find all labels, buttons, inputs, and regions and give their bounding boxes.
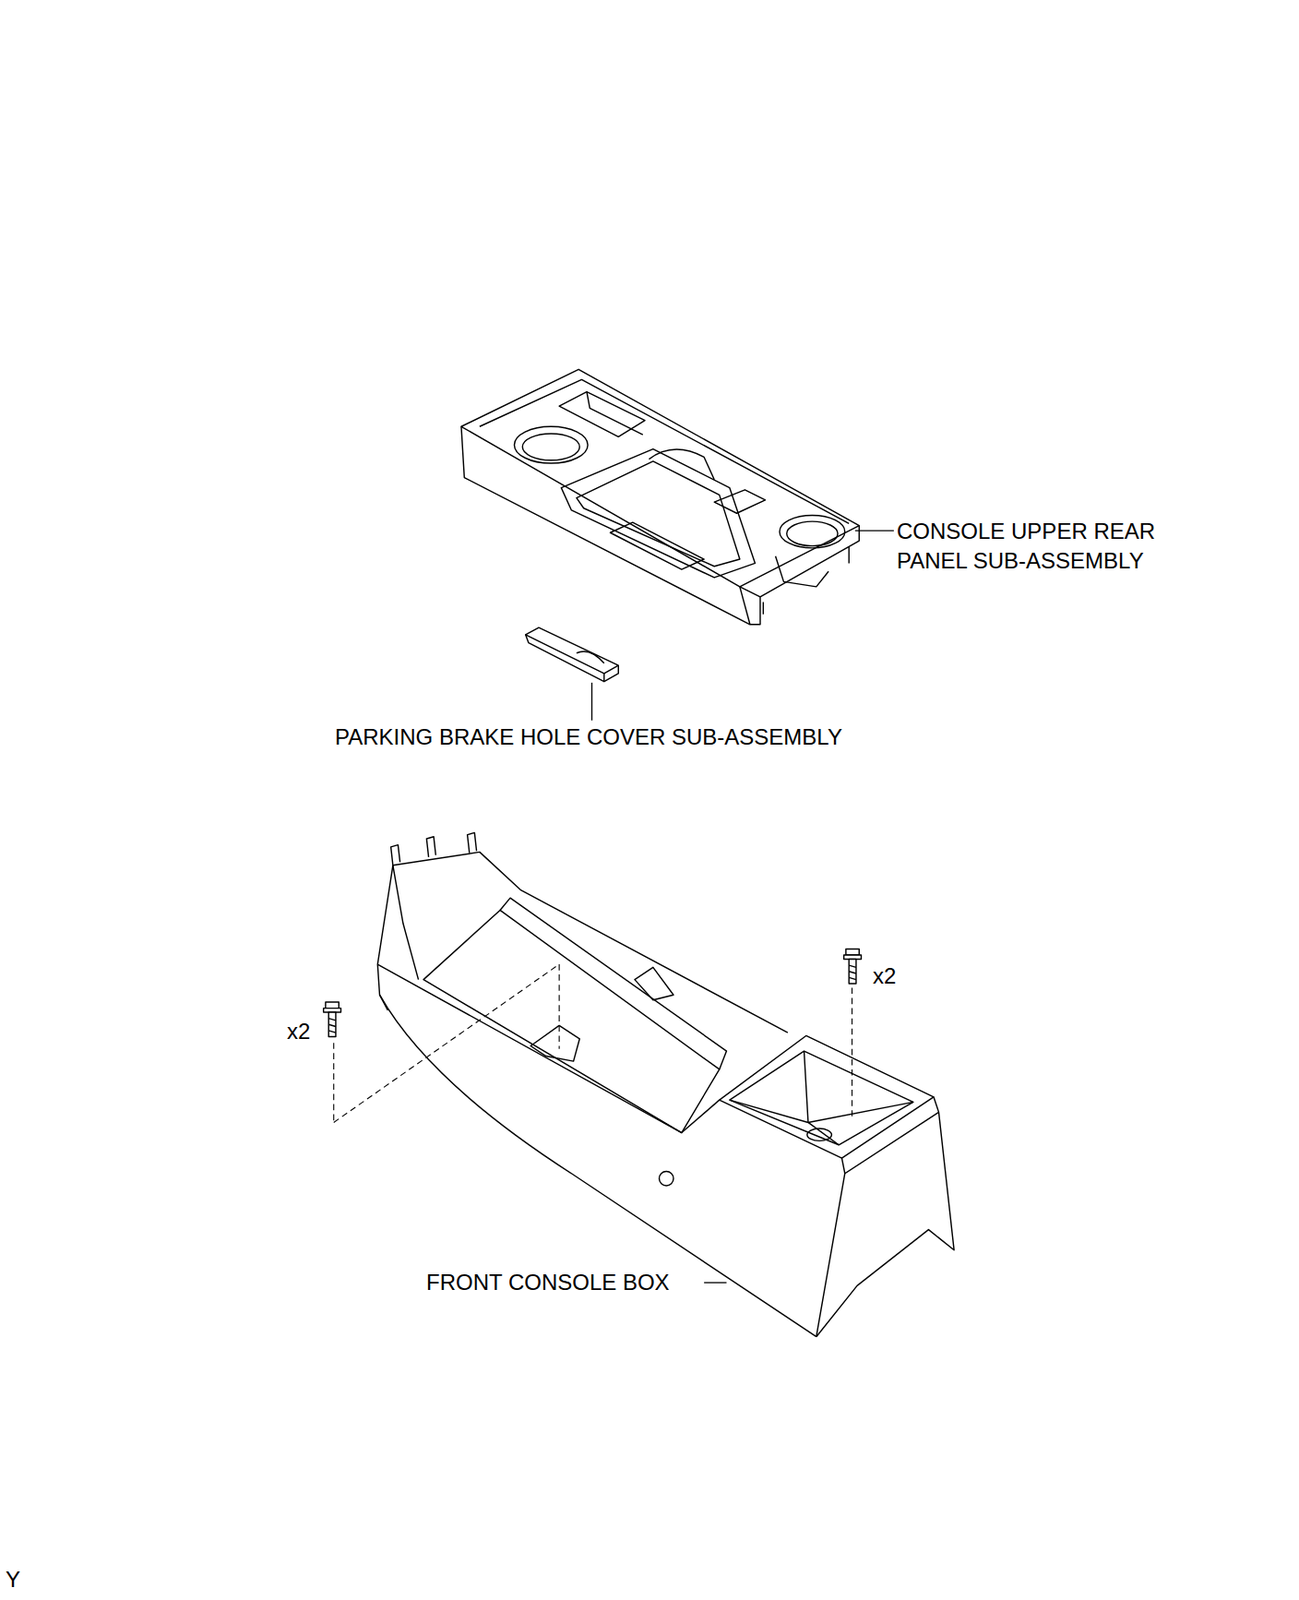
quantity-note: x2 bbox=[286, 1016, 310, 1047]
figure-code: Y bbox=[5, 1564, 21, 1595]
bolt-symbols bbox=[323, 948, 862, 1037]
leader-lines bbox=[703, 1281, 727, 1283]
part-name: PARKING BRAKE HOLE COVER SUB-ASSEMBLY bbox=[334, 722, 843, 752]
front-console-box bbox=[377, 832, 954, 1336]
part-name: FRONT CONSOLE BOX bbox=[426, 1267, 670, 1298]
dashed-guide-lines bbox=[333, 964, 853, 1122]
parking-brake-hole-cover bbox=[525, 627, 620, 721]
part-name: CONSOLE UPPER REAR PANEL SUB-ASSEMBLY bbox=[896, 516, 1216, 576]
console-upper-rear-panel bbox=[461, 369, 894, 624]
quantity-note: x2 bbox=[872, 961, 896, 991]
